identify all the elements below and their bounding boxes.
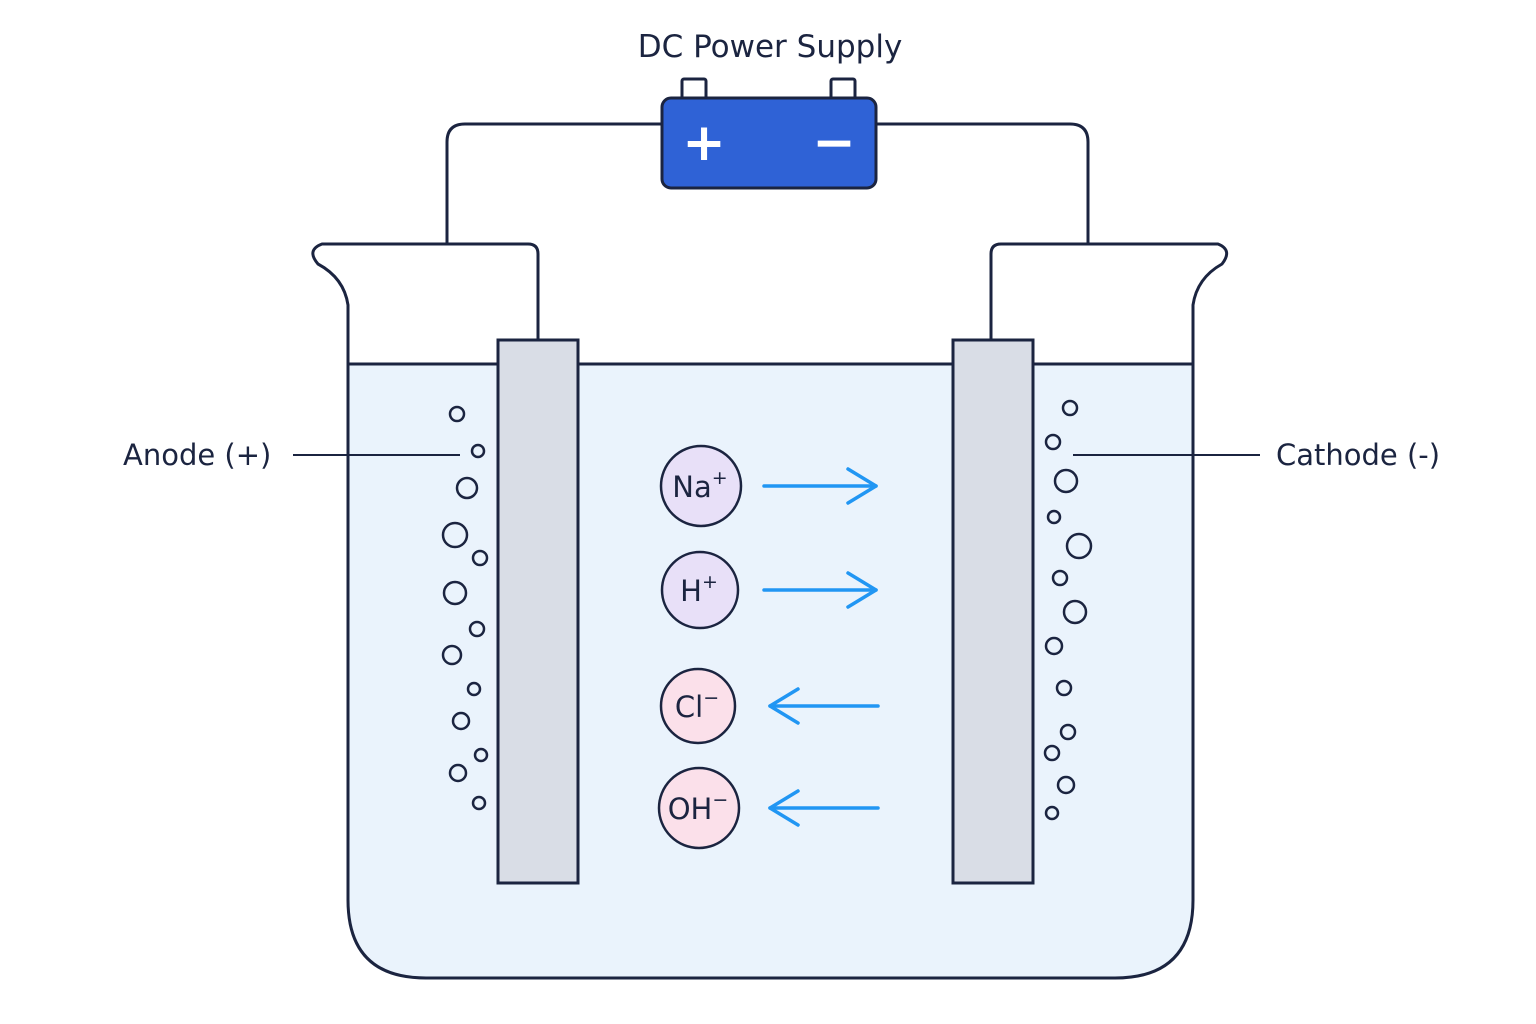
cathode-connector [989, 242, 1088, 340]
cathode-label: Cathode (-) [1276, 438, 1440, 472]
beaker [311, 242, 1229, 980]
ion-charge: − [712, 789, 728, 811]
cathode-gas-bubbles [1043, 399, 1093, 821]
bubble [473, 747, 489, 763]
arrow-head [768, 687, 800, 725]
migration-arrow [768, 687, 880, 725]
anode-electrode [496, 338, 580, 885]
arrow-head [846, 467, 878, 505]
bubble [1051, 569, 1069, 587]
ion-charge: + [702, 571, 718, 593]
anode-gas-bubbles [441, 405, 489, 811]
bubble [1062, 599, 1088, 625]
positive-symbol: + [682, 113, 726, 173]
bubble [1053, 468, 1079, 494]
battery-body [660, 96, 878, 190]
ion-h: H+ [660, 550, 878, 630]
bubble [466, 681, 482, 697]
bubble [1046, 509, 1062, 525]
ion-label: Na+ [672, 467, 727, 504]
bubble [471, 795, 487, 811]
ion-symbol: Na [672, 470, 711, 504]
dc-power-supply: + − [660, 77, 878, 190]
anode-connector [447, 242, 540, 340]
bubble [441, 521, 469, 549]
bubble [448, 405, 466, 423]
ion-circle [659, 444, 743, 528]
anode-label: Anode (+) [123, 438, 271, 472]
bubble [1056, 775, 1076, 795]
ion-cl: Cl− [659, 667, 880, 745]
battery-terminal-negative [829, 77, 857, 101]
arrow-head [768, 789, 800, 827]
ion-circle [659, 667, 737, 745]
diagram-title: DC Power Supply [638, 29, 903, 65]
ion-label: H+ [680, 571, 718, 608]
migration-arrow [762, 571, 878, 609]
battery-terminal-positive [680, 77, 708, 101]
ion-na: Na+ [659, 444, 878, 528]
ion-symbol: Cl [675, 690, 703, 724]
ion-group: Na+H+Cl−OH− [657, 444, 880, 850]
bubble [1061, 399, 1079, 417]
bubble [455, 476, 479, 500]
bubble [1043, 744, 1061, 762]
bubble [1044, 636, 1064, 656]
bubble [441, 644, 463, 666]
bubble [1044, 433, 1062, 451]
ion-charge: + [712, 467, 728, 489]
ion-circle [657, 766, 741, 850]
ion-symbol: H [680, 574, 702, 608]
ion-circle [660, 550, 740, 630]
negative-symbol: − [812, 113, 856, 173]
ion-symbol: OH [668, 792, 713, 826]
bubble [471, 549, 489, 567]
ion-label: Cl− [675, 687, 719, 724]
ion-charge: − [703, 687, 719, 709]
ion-oh: OH− [657, 766, 880, 850]
bubble [1065, 532, 1093, 560]
wire-to-cathode [876, 122, 1090, 244]
ion-label: OH− [668, 789, 729, 826]
bubble [1059, 723, 1077, 741]
bubble [470, 443, 486, 459]
arrow-head [846, 571, 878, 609]
cathode-electrode [951, 338, 1035, 885]
bubble [442, 580, 468, 606]
bubble [468, 620, 486, 638]
migration-arrow [762, 467, 878, 505]
bubble [1055, 679, 1073, 697]
bubble [451, 711, 471, 731]
migration-arrow [768, 789, 880, 827]
bubble [448, 763, 468, 783]
wire-to-anode [445, 122, 662, 244]
bubble [1044, 805, 1060, 821]
